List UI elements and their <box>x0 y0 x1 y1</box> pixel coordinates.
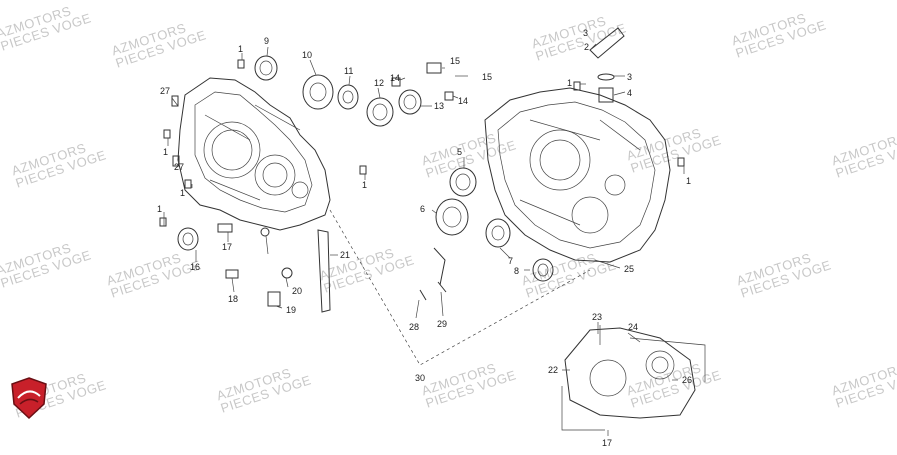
label-20: 20 <box>292 286 302 296</box>
label-1: 1 <box>157 204 162 214</box>
label-14: 14 <box>458 96 468 106</box>
label-9: 9 <box>264 36 269 46</box>
label-8: 8 <box>514 266 519 276</box>
left-crankcase <box>177 77 331 231</box>
label-27: 27 <box>160 86 170 96</box>
label-23: 23 <box>592 312 602 322</box>
label-4: 4 <box>627 88 632 98</box>
label-2: 2 <box>584 42 589 52</box>
assembly-inset <box>561 325 706 431</box>
label-25: 25 <box>624 264 634 274</box>
right-crankcase <box>484 87 671 263</box>
label-24: 24 <box>628 322 638 332</box>
label-21: 21 <box>340 250 350 260</box>
label-16: 16 <box>190 262 200 272</box>
label-11: 11 <box>344 66 353 76</box>
label-1: 1 <box>362 180 367 190</box>
label-29: 29 <box>437 319 447 329</box>
label-17: 17 <box>222 242 232 252</box>
label-1: 1 <box>163 147 168 157</box>
label-1: 1 <box>238 44 243 54</box>
label-17: 17 <box>602 438 612 448</box>
label-6: 6 <box>420 204 425 214</box>
label-14: 14 <box>390 73 400 83</box>
label-7: 7 <box>508 256 513 266</box>
part-labels: 1 9 10 11 12 13 14 14 15 15 2 3 3 4 1 1 … <box>157 28 692 448</box>
label-22: 22 <box>548 365 558 375</box>
label-27: 27 <box>174 162 184 172</box>
label-28: 28 <box>409 322 419 332</box>
leader-lines <box>163 43 685 436</box>
label-30: 30 <box>415 373 425 383</box>
label-3: 3 <box>627 72 632 82</box>
label-26: 26 <box>682 375 692 385</box>
label-18: 18 <box>228 294 238 304</box>
label-5: 5 <box>457 147 462 157</box>
label-3: 3 <box>583 28 588 38</box>
label-15: 15 <box>450 56 460 66</box>
label-1: 1 <box>567 78 572 88</box>
label-1: 1 <box>686 176 691 186</box>
label-10: 10 <box>302 50 312 60</box>
brand-shield-icon <box>8 376 50 420</box>
label-1: 1 <box>180 188 185 198</box>
label-15: 15 <box>482 72 492 82</box>
small-parts <box>159 27 685 313</box>
label-13: 13 <box>434 101 444 111</box>
label-19: 19 <box>286 305 296 315</box>
label-12: 12 <box>374 78 384 88</box>
